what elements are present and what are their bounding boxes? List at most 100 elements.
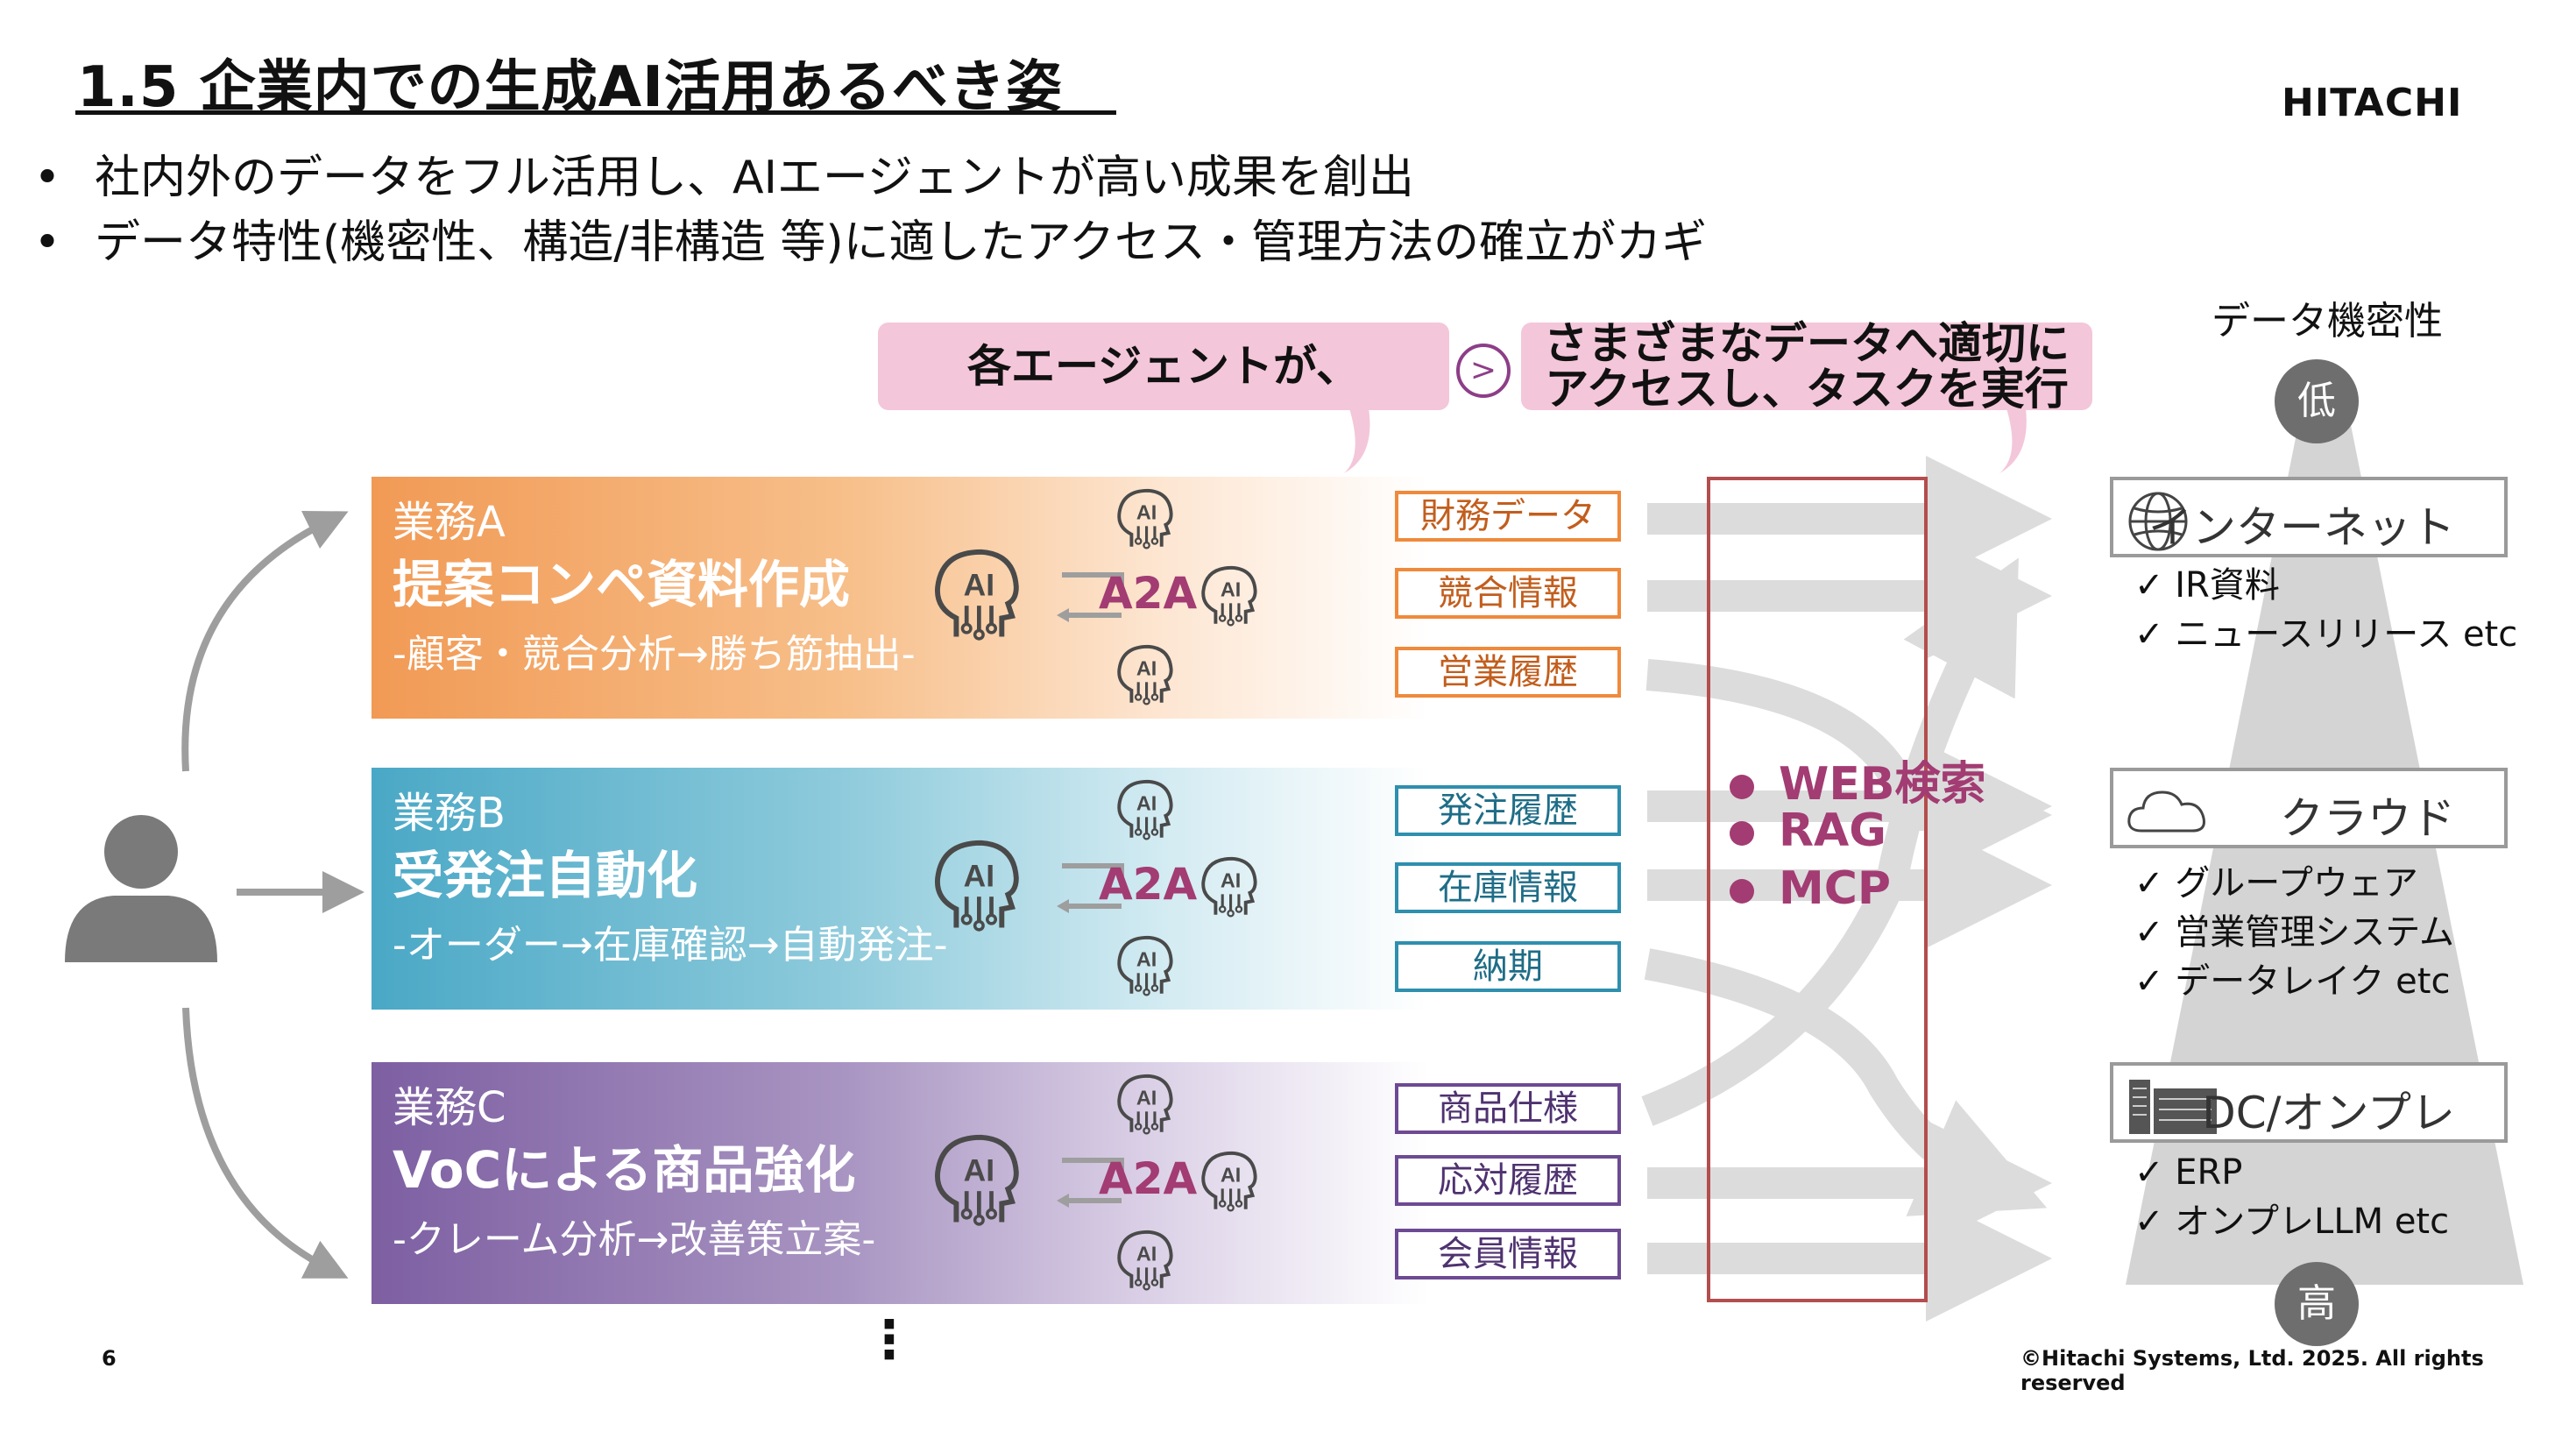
business-band-c: 業務C VoCによる商品強化 -クレーム分析→改善策立案- xyxy=(372,1062,1428,1304)
ai-head-icon: AI xyxy=(1201,1151,1257,1212)
ai-agent-icon: AI xyxy=(1111,640,1179,712)
user-arrow-a xyxy=(181,510,349,772)
source-item: ✓ グループウェア xyxy=(2134,863,2418,904)
hitachi-logo: HITACHI xyxy=(2282,81,2463,125)
business-desc: -顧客・競合分析→勝ち筋抽出- xyxy=(393,632,916,677)
a2a-label: A2A xyxy=(1099,859,1198,910)
ai-head-icon: AI xyxy=(935,1134,1019,1226)
data-box: 在庫情報 xyxy=(1395,862,1621,913)
business-band-a: 業務A 提案コンペ資料作成 -顧客・競合分析→勝ち筋抽出- xyxy=(372,477,1428,719)
data-box: 競合情報 xyxy=(1395,568,1621,619)
globe-icon xyxy=(2128,492,2188,551)
user-arrow-c xyxy=(182,1007,349,1279)
ai-head-icon: AI xyxy=(1117,1230,1173,1291)
source-label: インターネット xyxy=(2148,502,2455,553)
data-box: 商品仕様 xyxy=(1395,1083,1621,1134)
source-label: DC/オンプレ xyxy=(2202,1088,2455,1138)
ai-icon-text: AI xyxy=(1136,501,1157,524)
tool-bullet xyxy=(1730,775,1754,799)
business-name: 業務C xyxy=(393,1083,506,1132)
data-box: 財務データ xyxy=(1395,491,1621,542)
bullet-text: データ特性(機密性、構造/非構造 等)に適したアクセス・管理方法の確立がカギ xyxy=(95,216,1708,269)
ai-agent-icon: AI xyxy=(1111,484,1179,556)
sensitivity-low: 低 xyxy=(2275,359,2359,443)
ai-head-icon: AI xyxy=(1117,488,1173,549)
callout-agents: 各エージェントが、 xyxy=(878,323,1449,410)
a2a-arrows-icon xyxy=(1057,572,1124,622)
source-item: ✓ ニュースリリース etc xyxy=(2134,614,2518,655)
business-desc: -オーダー→在庫確認→自動発注- xyxy=(393,923,948,968)
user-icon xyxy=(65,815,217,962)
source-label: クラウド xyxy=(2280,793,2455,844)
callout-data-access: さまざまなデータへ適切に アクセスし、タスクを実行 xyxy=(1521,321,2092,415)
source-item: ✓ オンプレLLM etc xyxy=(2134,1201,2450,1242)
ai-head-icon: AI xyxy=(1117,644,1173,705)
ai-head-icon: AI xyxy=(1117,779,1173,840)
a2a-arrows-icon xyxy=(1057,863,1124,913)
data-box: 営業履歴 xyxy=(1395,647,1621,698)
ai-head-icon: AI xyxy=(1201,856,1257,918)
business-desc: -クレーム分析→改善策立案- xyxy=(393,1217,876,1262)
sensitivity-high: 高 xyxy=(2275,1262,2359,1346)
tool-label: MCP xyxy=(1779,862,1892,915)
data-box: 会員情報 xyxy=(1395,1229,1621,1279)
sensitivity-label: データ機密性 xyxy=(2212,299,2443,344)
tool-item-rag: RAG xyxy=(1730,805,1886,857)
continuation-dots: ⋮ xyxy=(863,1309,916,1371)
a2a-arrows-icon xyxy=(1057,1158,1124,1208)
bullet-text: 社内外のデータをフル活用し、AIエージェントが高い成果を創出 xyxy=(95,152,1414,204)
server-icon xyxy=(2129,1080,2217,1134)
callout-line: アクセスし、タスクを実行 xyxy=(1545,364,2069,415)
ai-icon-text: AI xyxy=(1136,1087,1157,1109)
ai-agent-icon: AI xyxy=(1111,775,1179,847)
business-name: 業務B xyxy=(393,789,506,838)
ai-head-icon: AI xyxy=(1117,935,1173,996)
ai-icon-text: AI xyxy=(1221,578,1241,601)
ai-icon-text: AI xyxy=(1221,869,1241,892)
tools-frame xyxy=(1707,477,1928,1302)
callout-tail-right xyxy=(1999,408,2027,473)
ai-head-icon: AI xyxy=(1117,1074,1173,1135)
source-item: ✓ 営業管理システム xyxy=(2134,912,2455,953)
page-number: 6 xyxy=(102,1346,117,1371)
ai-head-icon: AI xyxy=(935,840,1019,932)
ai-head-icon: AI xyxy=(935,549,1019,641)
source-on-premise: DC/オンプレ xyxy=(2110,1062,2508,1143)
ai-agent-icon: AI xyxy=(1195,852,1263,924)
source-items: ✓ IR資料 ✓ ニュースリリース etc xyxy=(2134,561,2517,659)
business-task: VoCによる商品強化 xyxy=(393,1140,856,1200)
ai-agent-main-icon: AI xyxy=(925,1127,1029,1234)
chevron-right-icon: > xyxy=(1456,344,1511,398)
tool-bullet xyxy=(1730,879,1754,904)
ai-agent-icon: AI xyxy=(1111,1069,1179,1141)
cloud-icon xyxy=(2127,790,2205,833)
ai-agent-icon: AI xyxy=(1195,561,1263,633)
ai-icon-text: AI xyxy=(1136,792,1157,815)
business-task: 受発注自動化 xyxy=(393,846,698,905)
business-name: 業務A xyxy=(393,498,506,547)
ai-icon-text: AI xyxy=(1136,657,1157,680)
a2a-label: A2A xyxy=(1099,1153,1198,1204)
bullet-dot: • xyxy=(33,152,61,204)
ai-agent-icon: AI xyxy=(1111,931,1179,1003)
tool-item-web-search: WEB検索 xyxy=(1730,747,1986,812)
page-title: 1.5 企業内での生成AI活用あるべき姿 xyxy=(77,55,1063,120)
ai-icon-text: AI xyxy=(1221,1164,1241,1187)
callout-tail-left xyxy=(1344,408,1370,473)
source-items: ✓ ERP ✓ オンプレLLM etc xyxy=(2134,1148,2449,1246)
ai-icon-text: AI xyxy=(964,859,994,893)
business-band-b: 業務B 受発注自動化 -オーダー→在庫確認→自動発注- xyxy=(372,768,1428,1010)
data-box: 発注履歴 xyxy=(1395,785,1621,836)
bullet-item: •データ特性(機密性、構造/非構造 等)に適したアクセス・管理方法の確立がカギ xyxy=(30,205,1707,271)
data-box: 納期 xyxy=(1395,941,1621,992)
ai-agent-icon: AI xyxy=(1195,1146,1263,1218)
ai-icon-text: AI xyxy=(964,568,994,602)
ai-icon-text: AI xyxy=(1136,1243,1157,1265)
source-items: ✓ グループウェア ✓ 営業管理システム ✓ データレイク etc xyxy=(2134,859,2454,1006)
source-item: ✓ データレイク etc xyxy=(2134,961,2451,1002)
source-internet: インターネット xyxy=(2110,477,2508,557)
a2a-label: A2A xyxy=(1099,568,1198,619)
tool-label: WEB検索 xyxy=(1779,758,1986,811)
data-box: 応対履歴 xyxy=(1395,1155,1621,1206)
ai-agent-main-icon: AI xyxy=(925,542,1029,649)
